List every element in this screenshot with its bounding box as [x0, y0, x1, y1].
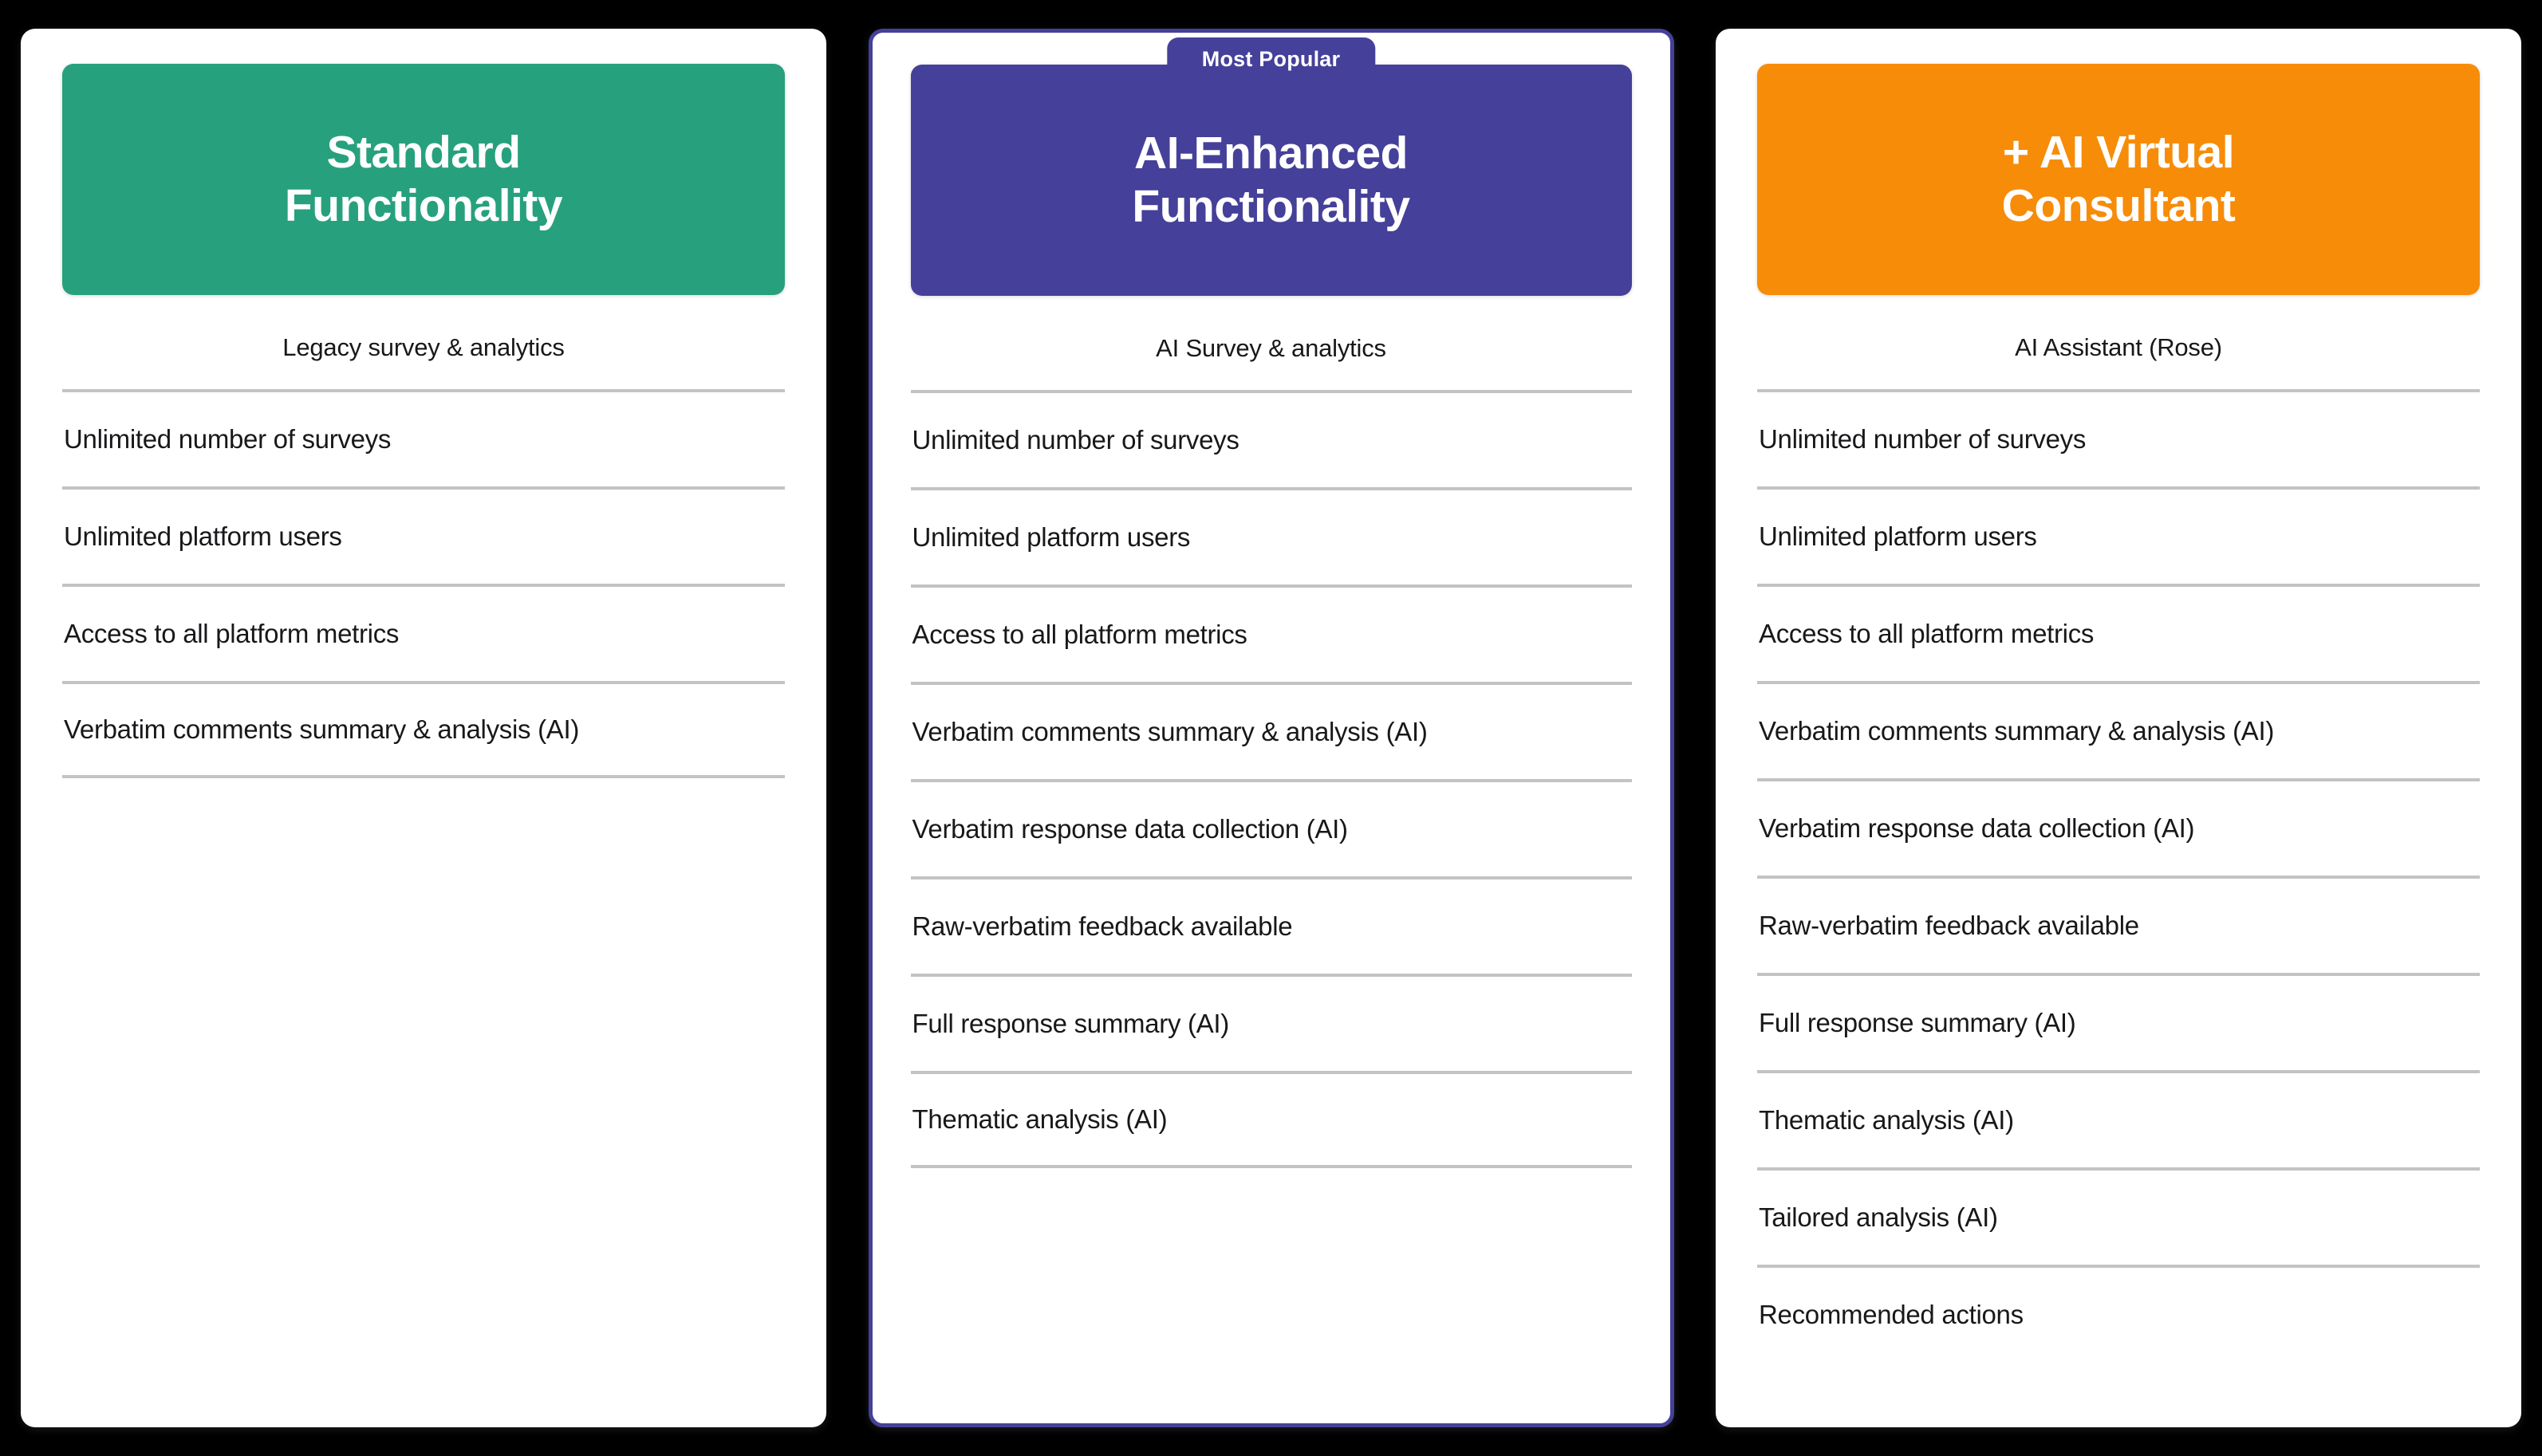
plan-title-line2: Functionality: [1132, 181, 1410, 232]
feature-item: Unlimited platform users: [62, 486, 785, 584]
feature-item: Recommended actions: [1757, 1265, 2480, 1362]
feature-item: Verbatim comments summary & analysis (AI…: [1757, 681, 2480, 778]
plan-title-line1: AI-Enhanced: [1134, 127, 1408, 179]
plan-title-line2: Consultant: [2001, 180, 2236, 231]
feature-item: Raw-verbatim feedback available: [1757, 876, 2480, 973]
feature-item: Tailored analysis (AI): [1757, 1167, 2480, 1265]
plan-title-standard-functionality: Standard Functionality: [270, 126, 577, 234]
plan-card-ai-enhanced-functionality[interactable]: Most Popular AI-Enhanced Functionality A…: [868, 29, 1674, 1427]
plan-title-ai-virtual-consultant: + AI Virtual Consultant: [1988, 126, 2250, 234]
feature-item: Verbatim response data collection (AI): [1757, 778, 2480, 876]
plan-title-line1: Standard: [326, 126, 521, 178]
most-popular-badge: Most Popular: [1166, 37, 1376, 81]
feature-item: Verbatim response data collection (AI): [910, 779, 1632, 876]
plan-subtitle-ai-enhanced-functionality: AI Survey & analytics: [1156, 334, 1386, 362]
feature-item: Thematic analysis (AI): [1757, 1070, 2480, 1167]
plan-card-standard-functionality[interactable]: Standard Functionality Legacy survey & a…: [21, 29, 826, 1427]
feature-item: Access to all platform metrics: [910, 584, 1632, 682]
feature-item: Full response summary (AI): [1757, 973, 2480, 1070]
plan-title-line2: Functionality: [284, 180, 563, 231]
feature-item: Raw-verbatim feedback available: [910, 876, 1632, 974]
feature-item: Unlimited platform users: [1757, 486, 2480, 584]
feature-item: Thematic analysis (AI): [910, 1071, 1632, 1168]
plan-header-ai-virtual-consultant: + AI Virtual Consultant: [1757, 64, 2480, 295]
plan-header-ai-enhanced-functionality: AI-Enhanced Functionality: [910, 65, 1632, 296]
plan-title-line1: + AI Virtual: [2002, 126, 2235, 178]
plan-card-ai-virtual-consultant[interactable]: + AI Virtual Consultant AI Assistant (Ro…: [1716, 29, 2521, 1427]
plan-subtitle-standard-functionality: Legacy survey & analytics: [282, 333, 565, 361]
plan-subtitle-ai-virtual-consultant: AI Assistant (Rose): [2015, 333, 2222, 361]
feature-item: Full response summary (AI): [910, 974, 1632, 1071]
feature-list-standard-functionality: Unlimited number of surveys Unlimited pl…: [62, 389, 785, 778]
feature-list-ai-enhanced-functionality: Unlimited number of surveys Unlimited pl…: [910, 390, 1632, 1168]
feature-item: Verbatim comments summary & analysis (AI…: [62, 681, 785, 778]
feature-item: Unlimited number of surveys: [910, 390, 1632, 487]
feature-item: Access to all platform metrics: [62, 584, 785, 681]
feature-list-ai-virtual-consultant: Unlimited number of surveys Unlimited pl…: [1757, 389, 2480, 1362]
feature-item: Unlimited platform users: [910, 487, 1632, 584]
feature-item: Access to all platform metrics: [1757, 584, 2480, 681]
feature-item: Verbatim comments summary & analysis (AI…: [910, 682, 1632, 779]
feature-item: Unlimited number of surveys: [1757, 389, 2480, 486]
plan-header-standard-functionality: Standard Functionality: [62, 64, 785, 295]
feature-item: Unlimited number of surveys: [62, 389, 785, 486]
plan-title-ai-enhanced-functionality: AI-Enhanced Functionality: [1117, 127, 1424, 234]
